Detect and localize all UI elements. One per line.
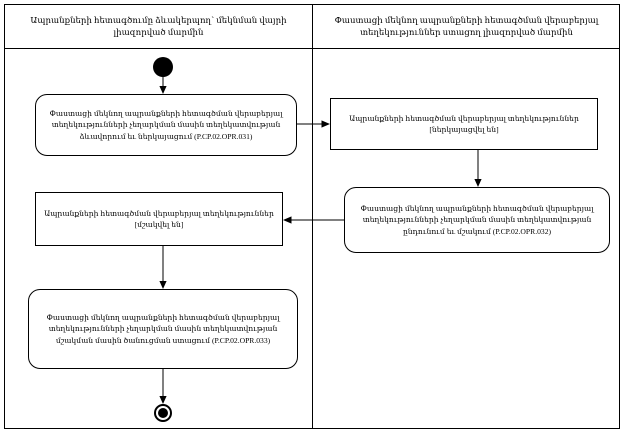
action-node-opr-033[interactable]: Փաստացի մեկնող ապրանքների հետագծման վերա… bbox=[28, 289, 298, 369]
swimlane-header-left: Ապրանքների հետագծումը ձևակերպող՝ մեկնման… bbox=[30, 14, 287, 37]
initial-node bbox=[153, 57, 173, 77]
action-node-opr-031[interactable]: Փաստացի մեկնող ապրանքների հետագծման վերա… bbox=[35, 94, 297, 156]
action-node-opr-032-label: Փաստացի մեկնող ապրանքների հետագծման վերա… bbox=[360, 203, 594, 236]
action-node-opr-032[interactable]: Փաստացի մեկնող ապրանքների հետագծման վերա… bbox=[344, 187, 610, 253]
action-node-opr-031-label: Փաստացի մեկնող ապրանքների հետագծման վերա… bbox=[49, 108, 283, 141]
final-node bbox=[154, 404, 172, 422]
object-node-information-presented-label: Ապրանքների հետագծման վերաբերյալ տեղեկութ… bbox=[349, 113, 579, 134]
object-node-information-processed[interactable]: Ապրանքների հետագծման վերաբերյալ տեղեկութ… bbox=[35, 192, 283, 246]
swimlane-header-right: Փաստացի մեկնող ապրանքների հետագծման վերա… bbox=[334, 14, 599, 37]
action-node-opr-033-label: Փաստացի մեկնող ապրանքների հետագծման վերա… bbox=[46, 312, 280, 345]
swimlane-divider bbox=[312, 4, 313, 429]
object-node-information-presented[interactable]: Ապրանքների հետագծման վերաբերյալ տեղեկութ… bbox=[330, 98, 598, 150]
swimlane-header-rule bbox=[4, 48, 620, 49]
object-node-information-processed-label: Ապրանքների հետագծման վերաբերյալ տեղեկութ… bbox=[44, 208, 274, 229]
